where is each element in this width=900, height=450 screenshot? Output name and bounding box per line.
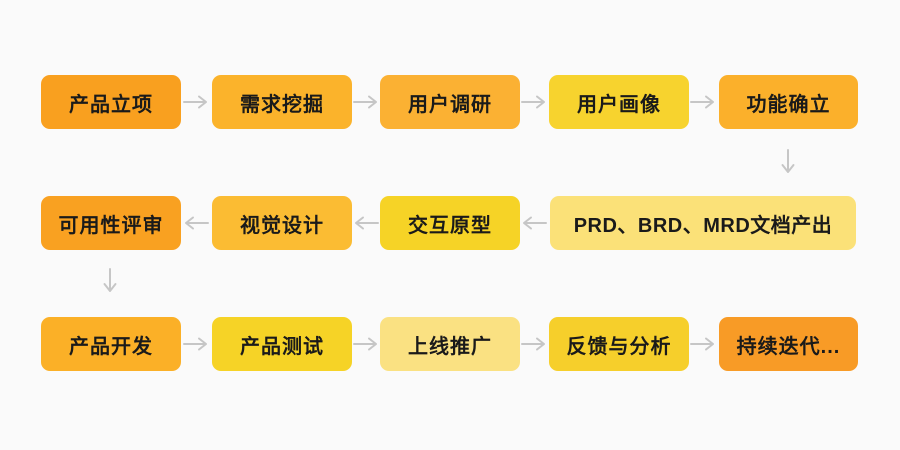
node-visual-design: 视觉设计 [212, 196, 352, 250]
node-product-development: 产品开发 [41, 317, 181, 371]
node-interaction-prototype: 交互原型 [380, 196, 520, 250]
arrow-down-icon [102, 268, 118, 294]
node-launch-promotion: 上线推广 [380, 317, 520, 371]
arrow-right-icon [183, 336, 209, 352]
node-usability-review: 可用性评审 [41, 196, 181, 250]
arrow-right-icon [353, 336, 379, 352]
node-continuous-iteration: 持续迭代... [719, 317, 858, 371]
node-requirement-mining: 需求挖掘 [212, 75, 352, 129]
arrow-right-icon [521, 336, 547, 352]
arrow-down-icon [780, 149, 796, 175]
node-feature-definition: 功能确立 [719, 75, 858, 129]
arrow-left-icon [183, 215, 209, 231]
node-project-initiation: 产品立项 [41, 75, 181, 129]
node-user-persona: 用户画像 [549, 75, 689, 129]
node-product-testing: 产品测试 [212, 317, 352, 371]
node-feedback-analysis: 反馈与分析 [549, 317, 689, 371]
arrow-right-icon [690, 94, 716, 110]
arrow-right-icon [521, 94, 547, 110]
arrow-left-icon [521, 215, 547, 231]
arrow-left-icon [353, 215, 379, 231]
arrow-right-icon [183, 94, 209, 110]
node-prd-brd-mrd-output: PRD、BRD、MRD文档产出 [550, 196, 856, 250]
arrow-right-icon [690, 336, 716, 352]
arrow-right-icon [353, 94, 379, 110]
node-user-research: 用户调研 [380, 75, 520, 129]
